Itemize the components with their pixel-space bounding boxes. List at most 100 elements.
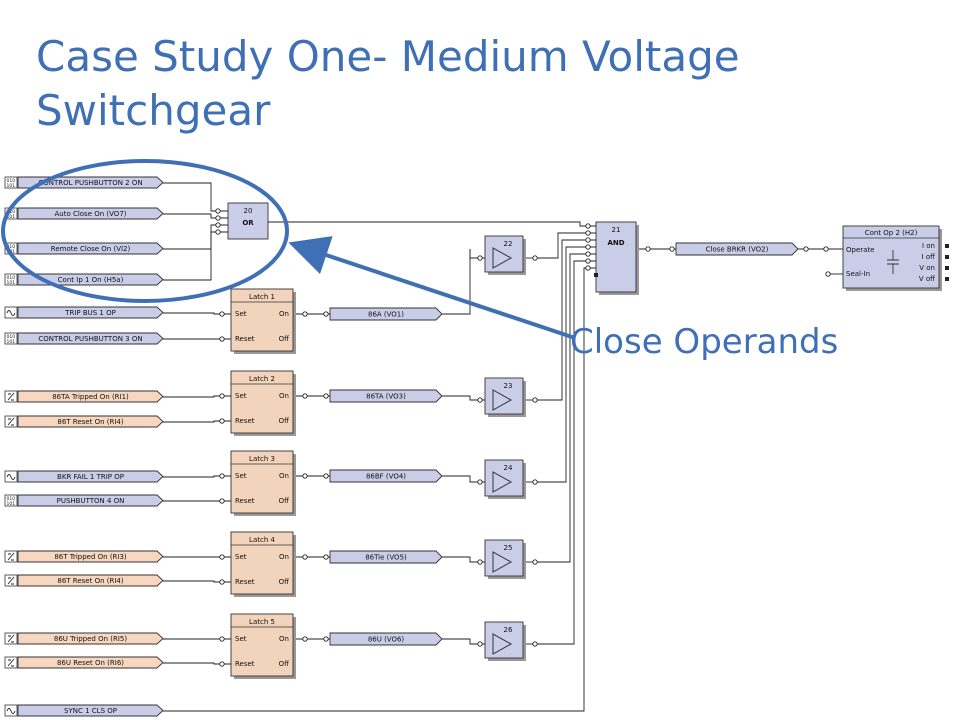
sine-wave-icon — [4, 306, 18, 319]
input-operand-shape — [17, 207, 164, 220]
sine-wave-icon — [4, 704, 18, 717]
input-operand: 86T Reset On (RI4) — [17, 574, 164, 587]
pin-circle — [219, 554, 225, 560]
pin-circle — [585, 258, 591, 264]
pin-circle — [215, 208, 221, 214]
input-operand-shape — [17, 332, 164, 345]
input-operand-shape — [17, 415, 164, 428]
pin-circle — [477, 397, 483, 403]
title-line-2: Switchgear — [36, 86, 271, 135]
input-operand: CONTROL PUSHBUTTON 3 ON — [17, 332, 164, 345]
digital-input-icon-frame — [4, 494, 18, 507]
pin-circle — [215, 215, 221, 221]
timer-block: 26 — [484, 621, 526, 661]
callout-arrow — [288, 236, 576, 340]
pin-circle — [302, 554, 308, 560]
timer-block: 23 — [484, 377, 526, 417]
virtual-output-operand: 86A (VO1) — [329, 307, 443, 321]
pin-circle — [323, 393, 329, 399]
virtual-output-operand-label: 86TA (VO3) — [366, 393, 406, 401]
remote-input-path — [7, 552, 15, 561]
junction-dot — [945, 266, 949, 270]
remote-input-icon — [4, 574, 18, 587]
digital-input-icon-frame — [4, 273, 18, 286]
pin-circle — [219, 636, 225, 642]
digital-input-bits: 010 — [7, 334, 16, 340]
latch-reset-label: Reset — [235, 335, 255, 343]
timer-block: 25 — [484, 539, 526, 579]
vo1-trunk-wire — [442, 249, 471, 315]
input-operand: Remote Close On (VI2) — [17, 242, 164, 255]
timer-body — [484, 377, 524, 415]
input-operand: Cont Ip 1 On (H5a) — [17, 273, 164, 286]
contact-output-state: I on — [922, 242, 935, 250]
pin-circle — [477, 559, 483, 565]
input-operand: 86T Tripped On (RI3) — [17, 550, 164, 563]
buffer-triangle-icon — [492, 389, 513, 411]
input-operand-shape — [17, 306, 164, 319]
input-operand-shape — [17, 494, 164, 507]
input-operand-label: TRIP BUS 1 OP — [64, 309, 116, 317]
input-operand-label: 86T Reset On (RI4) — [57, 577, 123, 585]
pin-circle — [302, 393, 308, 399]
pin-circle — [669, 246, 675, 252]
and-gate-number: 21 — [612, 226, 621, 234]
pin-circle — [219, 661, 225, 667]
virtual-output-operand-label: 86A (VO1) — [368, 311, 404, 319]
pin-circle — [323, 554, 329, 560]
latch-set-label: Set — [235, 392, 247, 400]
virtual-output-operand: 86BF (VO4) — [329, 469, 443, 483]
remote-input-path — [7, 658, 15, 667]
digital-input-bits: 101 — [7, 280, 16, 286]
latch-off-label: Off — [279, 417, 290, 425]
latch-on-label: On — [279, 635, 289, 643]
latch-on-label: On — [279, 310, 289, 318]
virtual-output-operand-shape — [329, 632, 443, 646]
input-operand-label: 86T Tripped On (RI3) — [54, 553, 127, 561]
latch-on-label: On — [279, 472, 289, 480]
virtual-output-operand-shape — [329, 389, 443, 403]
input-operand: SYNC 1 CLS OP — [17, 704, 164, 717]
pin-circle — [323, 636, 329, 642]
pin-circle — [302, 636, 308, 642]
timer-number: 23 — [504, 382, 513, 390]
timer-to-and-wire — [535, 253, 596, 563]
remote-input-path — [7, 392, 15, 401]
latch-off-label: Off — [279, 578, 290, 586]
digital-input-bits: 010 — [7, 178, 16, 184]
page-title: Case Study One- Medium Voltage Switchgea… — [36, 30, 936, 138]
or-input-wire — [163, 224, 228, 250]
timer-block: 22 — [484, 235, 526, 275]
virtual-output-operand: 86TA (VO3) — [329, 389, 443, 403]
contact-output-title: Cont Op 2 (H2) — [865, 229, 918, 237]
timer-to-and-wire — [535, 239, 596, 401]
highlight-ellipse — [1, 159, 289, 303]
digital-input-icon-frame — [4, 332, 18, 345]
latch-set-label: Set — [235, 553, 247, 561]
latch-off-label: Off — [279, 497, 290, 505]
input-operand: TRIP BUS 1 OP — [17, 306, 164, 319]
pin-circle — [645, 246, 651, 252]
virtual-output-operand-label: 86U (VO6) — [368, 636, 405, 644]
or-to-and-wire — [268, 221, 596, 227]
callout-label: Close Operands — [570, 322, 838, 362]
or-gate-label: OR — [242, 219, 254, 227]
input-operand-shape — [17, 390, 164, 403]
remote-input-path — [7, 417, 15, 426]
remote-input-path — [7, 576, 15, 585]
latch-set-label: Set — [235, 472, 247, 480]
latch-off-label: Off — [279, 660, 290, 668]
timer-input-wire — [469, 249, 485, 259]
pin-circle — [532, 397, 538, 403]
input-operand-label: BKR FAIL 1 TRIP OP — [57, 473, 124, 481]
buffer-triangle-icon — [492, 551, 513, 573]
pin-circle — [825, 271, 831, 277]
pin-circle — [219, 473, 225, 479]
pin-circle — [585, 237, 591, 243]
input-operand: BKR FAIL 1 TRIP OP — [17, 470, 164, 483]
close-output-operand: Close BRKR (VO2) — [675, 242, 799, 256]
